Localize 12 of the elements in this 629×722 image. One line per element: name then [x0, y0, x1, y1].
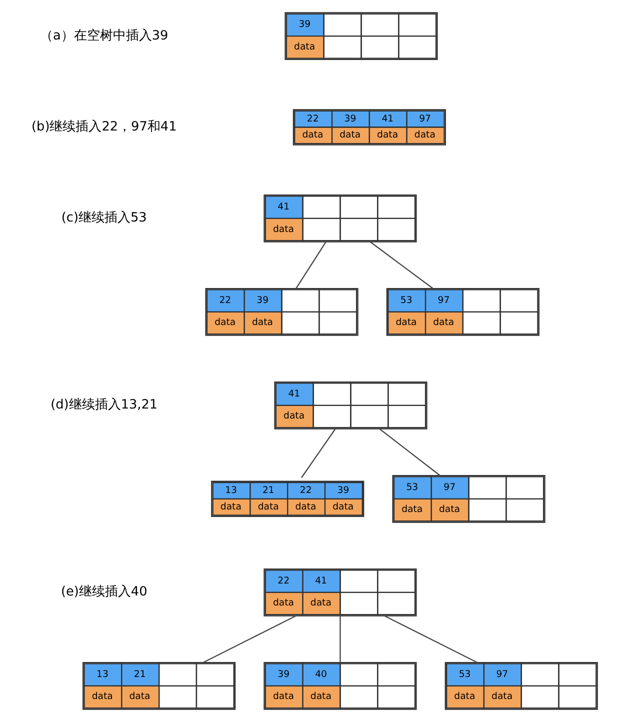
connector [202, 615, 296, 664]
connector [301, 428, 336, 478]
label: （a）在空树中插入39 [40, 28, 168, 44]
label: (c)继续插入53 [61, 210, 147, 226]
label: (b)继续插入22，97和41 [32, 120, 177, 135]
connector [370, 241, 434, 289]
connector [379, 428, 440, 476]
label: (e)继续插入40 [60, 584, 148, 600]
connector [296, 242, 326, 289]
connector [340, 616, 341, 662]
label: (d)继续插入13,21 [50, 398, 158, 413]
connector [384, 615, 478, 664]
